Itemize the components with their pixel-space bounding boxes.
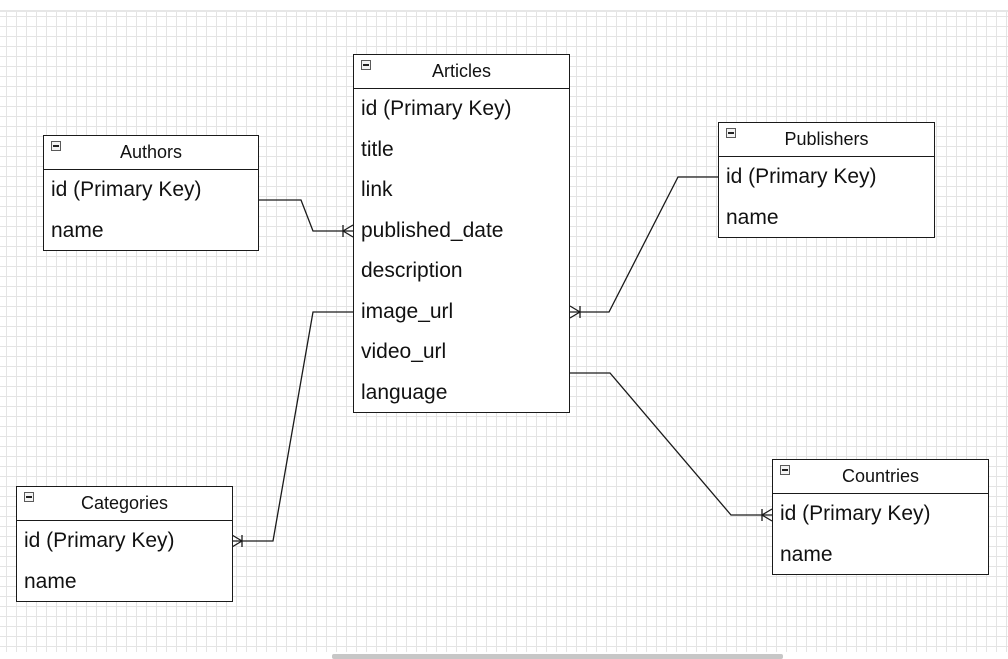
entity-title: Authors <box>119 142 183 162</box>
entity-header[interactable]: Articles <box>354 55 569 89</box>
entity-header[interactable]: Publishers <box>719 123 934 157</box>
collapse-icon[interactable] <box>780 465 790 475</box>
field-image-url[interactable]: image_url <box>361 299 454 323</box>
entity-publishers[interactable]: Publishers id (Primary Key) name <box>718 122 935 238</box>
field-link[interactable]: link <box>361 178 393 201</box>
entity-title: Articles <box>431 61 491 81</box>
entity-countries[interactable]: Countries id (Primary Key) name <box>772 459 989 575</box>
field-name[interactable]: name <box>51 218 104 242</box>
entity-authors[interactable]: Authors id (Primary Key) name <box>43 135 259 251</box>
field-id[interactable]: id (Primary Key) <box>24 529 175 552</box>
field-video-url[interactable]: video_url <box>361 340 447 363</box>
field-language[interactable]: language <box>361 380 448 404</box>
field-id[interactable]: id (Primary Key) <box>51 178 202 201</box>
top-border <box>0 10 1008 12</box>
entity-articles[interactable]: Articles id (Primary Key) title link pub… <box>353 54 570 413</box>
field-name[interactable]: name <box>726 205 779 229</box>
field-id[interactable]: id (Primary Key) <box>361 97 512 120</box>
entity-title: Categories <box>80 493 169 513</box>
field-name[interactable]: name <box>780 542 833 566</box>
field-name[interactable]: name <box>24 569 77 593</box>
field-title[interactable]: title <box>361 137 394 161</box>
entity-header[interactable]: Authors <box>44 136 258 170</box>
entity-categories[interactable]: Categories id (Primary Key) name <box>16 486 233 602</box>
field-description[interactable]: description <box>361 259 463 282</box>
horizontal-scrollbar[interactable] <box>332 654 783 659</box>
collapse-icon[interactable] <box>24 492 34 502</box>
entity-header[interactable]: Categories <box>17 487 232 521</box>
field-id[interactable]: id (Primary Key) <box>780 502 931 525</box>
collapse-icon[interactable] <box>51 141 61 151</box>
field-id[interactable]: id (Primary Key) <box>726 165 877 188</box>
entity-header[interactable]: Countries <box>773 460 988 494</box>
field-published-date[interactable]: published_date <box>361 218 504 242</box>
entity-title: Countries <box>841 466 920 486</box>
entity-title: Publishers <box>784 129 869 149</box>
collapse-icon[interactable] <box>361 60 371 70</box>
collapse-icon[interactable] <box>726 128 736 138</box>
